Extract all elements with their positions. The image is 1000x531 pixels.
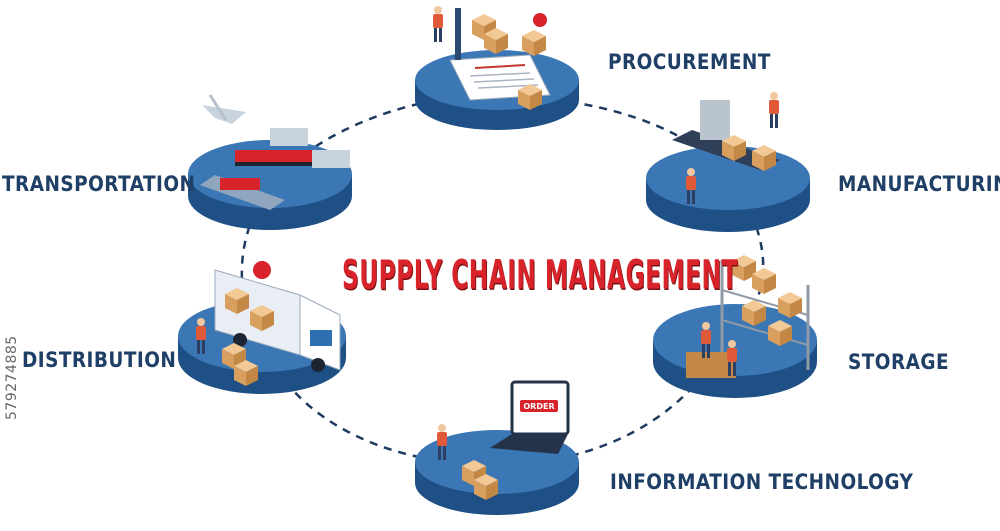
stage-label-storage: STORAGE: [848, 350, 950, 374]
shelving-rack-icon: [720, 260, 810, 370]
location-pin-icon: [253, 261, 271, 279]
stage-label-transportation: TRANSPORTATION: [2, 172, 196, 196]
diagram-title: SUPPLY CHAIN MANAGEMENT: [342, 252, 738, 300]
location-pin-icon: [533, 13, 547, 27]
information-technology-node: ORDER: [415, 380, 579, 515]
stage-label-information-technology: INFORMATION TECHNOLOGY: [610, 470, 914, 494]
distribution-node: [178, 261, 346, 394]
laptop-icon: ORDER: [490, 380, 570, 454]
order-sign-text: ORDER: [523, 402, 554, 411]
pencil-icon: [455, 8, 461, 60]
stage-label-procurement: PROCUREMENT: [608, 50, 771, 74]
cargo-ship-icon: [200, 175, 285, 210]
stock-id-watermark: 579274885: [4, 335, 20, 420]
procurement-node: [415, 6, 579, 130]
manufacturing-node: [646, 92, 810, 232]
train-icon: [235, 150, 325, 166]
stage-label-distribution: DISTRIBUTION: [22, 348, 177, 372]
stage-label-manufacturing: MANUFACTURING: [838, 172, 1000, 196]
transportation-node: [188, 94, 352, 230]
truck-icon: [270, 128, 350, 168]
airplane-icon: [202, 94, 246, 124]
storage-node: [653, 255, 817, 398]
